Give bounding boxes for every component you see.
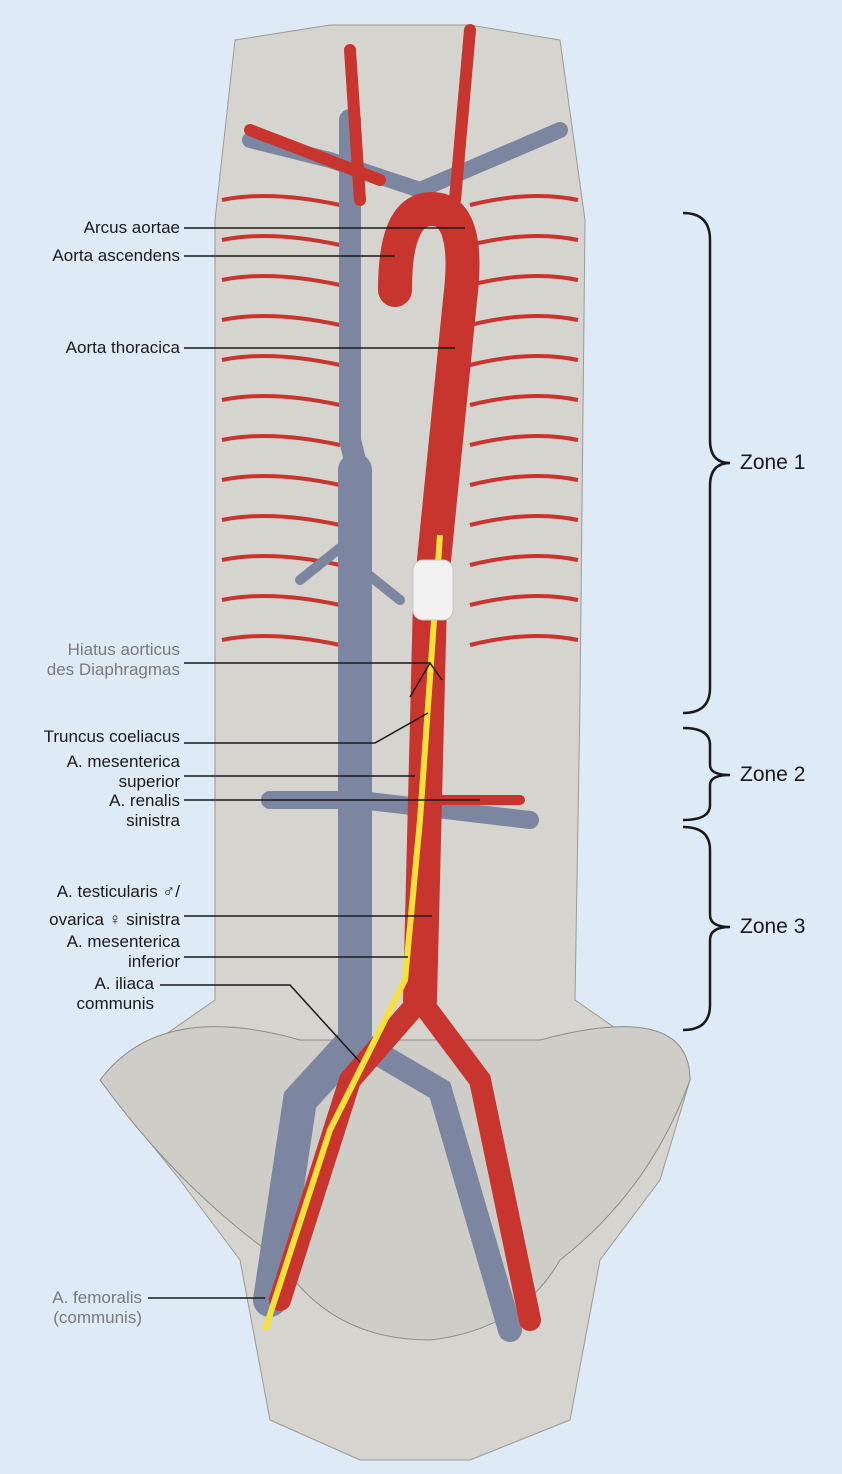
label-line: Hiatus aorticus [67,640,180,659]
zone-3-label: Zone 3 [740,915,806,938]
zone-1-label: Zone 1 [740,451,806,474]
label-line: A. renalis [109,791,180,810]
label-line: superior [118,772,180,791]
label-aorta-ascendens: Aorta ascendens [52,246,180,265]
label-line: A. iliaca [94,974,154,993]
label-arcus-aortae: Arcus aortae [83,218,180,237]
leader-lines [148,227,480,1299]
ribs [221,194,579,647]
label-line: des Diaphragmas [46,660,180,679]
label-line: sinistra [126,811,180,830]
catheter [262,534,443,1331]
label-line: inferior [128,952,180,971]
zone-brackets [682,211,731,1032]
label-line: A. femoralis [52,1288,142,1307]
label-line: A. mesenterica [66,752,180,771]
label-line: A. testicularis ♂/ [56,882,180,901]
label-line: communis [76,994,154,1013]
stent-balloon [412,559,454,621]
zone-2-label: Zone 2 [740,763,806,786]
label-testicularis-ovarica: A. testicularis ♂/ ovarica ♀ sinistra [49,878,180,934]
label-truncus-coeliacus: Truncus coeliacus [43,727,180,746]
label-line: (communis) [53,1308,142,1327]
arteries [244,24,541,1331]
label-aorta-thoracica: Aorta thoracica [65,338,180,357]
label-line: ovarica ♀ sinistra [49,910,180,929]
label-line: A. mesenterica [66,932,180,951]
label-femoralis: A. femoralis(communis) [52,1288,142,1328]
